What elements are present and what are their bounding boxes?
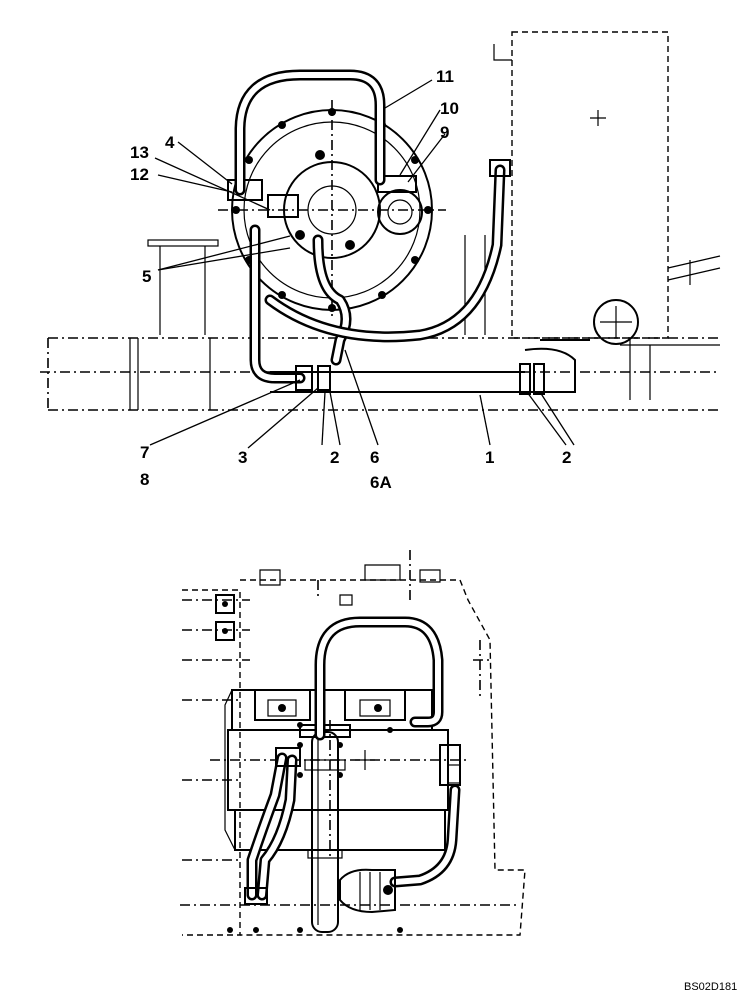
- bottom-view: [180, 550, 526, 936]
- right-hose: [389, 784, 461, 888]
- pump-body: [210, 689, 470, 860]
- frame-outline: [180, 550, 526, 936]
- callout-10: 10: [440, 99, 459, 118]
- pump-housing: [147, 100, 486, 335]
- hydraulic-tank: [493, 31, 721, 345]
- callout-12: 12: [130, 165, 149, 184]
- callout-4: 4: [165, 133, 175, 152]
- callout-7: 7: [140, 443, 149, 462]
- top-view: 11 10 9 13 4 12 5 7 8 3 2 6 6A 1 2: [40, 31, 721, 492]
- callout-9: 9: [440, 123, 449, 142]
- callout-8: 8: [140, 470, 149, 489]
- left-hose: [244, 747, 301, 905]
- callout-5: 5: [142, 267, 151, 286]
- callout-13: 13: [130, 143, 149, 162]
- callout-3: 3: [238, 448, 247, 467]
- callout-6: 6: [370, 448, 379, 467]
- upper-loop-hose: [314, 616, 444, 741]
- figure-reference-code: BS02D181: [684, 981, 737, 993]
- callout-6a: 6A: [370, 473, 392, 492]
- bottom-filter: [339, 868, 396, 914]
- callout-2a: 2: [330, 448, 339, 467]
- hose-to-tank: [264, 159, 511, 343]
- center-pipe: [299, 724, 351, 933]
- callout-11: 11: [436, 67, 454, 86]
- leader-lines: [149, 79, 575, 449]
- callout-2b: 2: [562, 448, 571, 467]
- hose-clamps: [295, 363, 545, 395]
- callout-1: 1: [485, 448, 494, 467]
- left-fittings: [215, 594, 403, 933]
- hose-loop-upper: [234, 69, 386, 196]
- frame-rails: [40, 337, 720, 411]
